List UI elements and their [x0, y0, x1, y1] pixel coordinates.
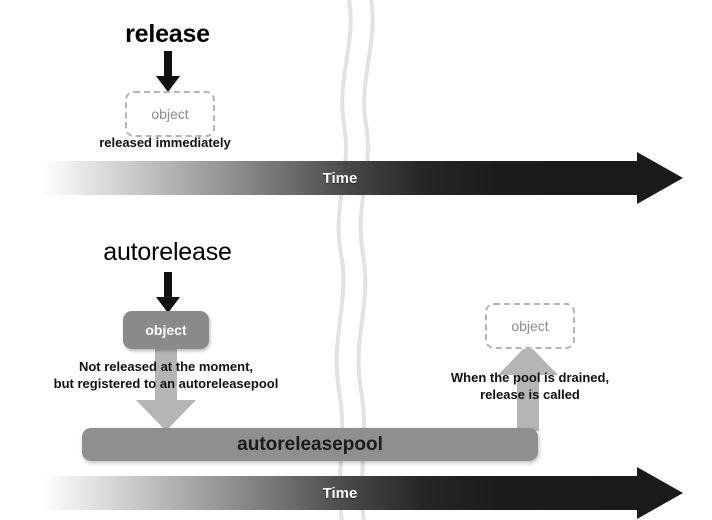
- timebar-arrowhead-icon: [637, 152, 683, 204]
- timebar-label: Time: [322, 169, 358, 187]
- down-arrow-black-autorelease: [156, 272, 180, 313]
- object-box-autoreleased: object: [123, 311, 209, 349]
- object-box-label: object: [511, 318, 549, 334]
- down-arrow-black-release: [156, 51, 180, 92]
- release-heading: release: [125, 20, 210, 48]
- object-box-label: object: [145, 322, 187, 338]
- object-box-drained: object: [485, 303, 575, 349]
- object-box-released: object: [125, 91, 215, 137]
- timebar-release: Time: [40, 152, 685, 204]
- object-box-label: object: [151, 106, 189, 122]
- pool-drained-caption: When the pool is drained, release is cal…: [450, 370, 610, 402]
- autorelease-heading: autorelease: [103, 238, 232, 266]
- autoreleasepool-bar: autoreleasepool: [82, 428, 538, 461]
- timebar-autorelease: Time: [40, 467, 685, 519]
- timebar-arrowhead-icon: [637, 467, 683, 519]
- up-arrow-gray-from-pool: [498, 344, 558, 431]
- autoreleasepool-label: autoreleasepool: [237, 433, 383, 455]
- timebar-label: Time: [322, 484, 358, 502]
- down-arrow-gray-to-pool: [136, 344, 196, 431]
- autorelease-caption: Not released at the moment, but register…: [53, 359, 279, 391]
- released-immediately-caption: released immediately: [99, 135, 231, 150]
